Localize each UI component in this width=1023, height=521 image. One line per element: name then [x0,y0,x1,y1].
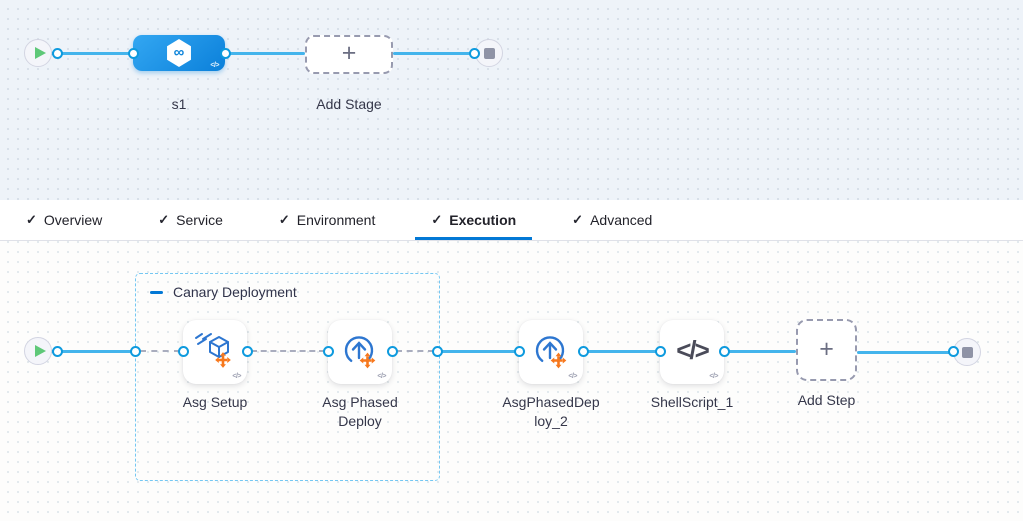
play-icon [34,47,46,59]
step-card-asg-phased-deploy[interactable]: </> [328,320,392,384]
connector-line [40,350,137,353]
plus-icon: + [819,334,834,363]
code-icon: </> [568,373,577,380]
connector-line [40,52,135,55]
connection-point [127,47,139,59]
step-label: ShellScript_1 [650,394,734,410]
step-label: Asg Phased Deploy [322,394,398,429]
add-step-button[interactable]: + [796,319,857,381]
check-icon: ✓ [572,212,584,227]
tab-label: Service [176,212,223,228]
step-card-asg-phased-deploy-2[interactable]: </> [519,320,583,384]
stage-label: s1 [171,96,187,112]
code-icon: </> [210,62,219,69]
connector-line [437,350,519,353]
connection-point [51,47,63,59]
asg-phased-deploy-icon [535,336,567,369]
connection-point [947,346,959,357]
asg-setup-icon [195,333,231,368]
code-icon: </> [377,373,386,380]
code-icon: </> [709,373,718,380]
plus-icon: + [341,39,357,67]
connector-dashed-line [140,350,180,352]
check-icon: ✓ [278,212,290,227]
add-stage-label: Add Stage [316,96,382,112]
connector-dashed-line [251,350,325,352]
stop-icon [483,47,495,59]
connector-line [857,350,953,354]
add-stage-button[interactable]: + [305,35,393,74]
connection-point [386,345,398,357]
step-card-asg-setup[interactable]: </> [183,320,247,384]
asg-phased-deploy-icon [344,336,376,369]
add-step-label: Add Step [797,392,856,408]
step-label: Asg Setup [182,394,248,410]
tab-label: Execution [449,212,517,228]
connector-line [583,350,660,353]
check-icon: ✓ [431,212,443,227]
connection-point [513,345,525,357]
connection-point [241,345,253,357]
play-icon [34,345,46,357]
connector-dashed-line [396,350,434,352]
step-label: AsgPhasedDeploy_2 [502,394,600,429]
connection-point [577,345,589,357]
collapse-group-icon[interactable] [150,290,163,294]
group-title: Canary Deployment [173,284,297,300]
execution-start-node [24,337,52,365]
stage-graph-canvas[interactable]: ∞ </> s1 + Add Stage [0,0,1023,200]
check-icon: ✓ [26,212,37,227]
group-header: Canary Deployment [150,284,297,300]
tab-overview[interactable]: ✓ Overview [10,200,118,240]
tab-execution[interactable]: ✓ Execution [415,200,532,240]
connection-point [129,345,141,357]
step-card-shellscript-1[interactable]: </> </> [660,320,724,384]
stop-icon [961,346,973,358]
tab-environment[interactable]: ✓ Environment [263,200,392,240]
connection-point [322,345,334,357]
tab-service[interactable]: ✓ Service [142,200,239,240]
code-icon: </> [232,373,241,380]
connection-point [654,345,666,357]
connection-point [431,345,443,357]
step-group-canary-deployment[interactable]: Canary Deployment [135,273,440,481]
connector-line [393,52,475,55]
tab-advanced[interactable]: ✓ Advanced [556,200,668,240]
connector-line [225,52,305,55]
connection-point [718,345,730,357]
stage-tabbar: ✓ Overview ✓ Service ✓ Environment ✓ Exe… [0,200,1023,241]
execution-graph-canvas[interactable]: Canary Deployment [0,241,1023,521]
tab-label: Advanced [590,212,653,228]
connection-point [177,345,189,357]
connection-point [51,345,63,357]
tab-label: Environment [296,212,376,228]
tab-label: Overview [43,212,103,228]
connection-point [468,47,480,59]
connection-point [219,47,231,59]
deployment-stage-icon: ∞ [167,39,191,67]
stage-node-s1[interactable]: ∞ </> [133,35,225,71]
pipeline-start-node [24,39,52,67]
check-icon: ✓ [158,212,170,227]
connector-line [724,350,796,353]
shell-script-icon: </> [676,334,710,365]
